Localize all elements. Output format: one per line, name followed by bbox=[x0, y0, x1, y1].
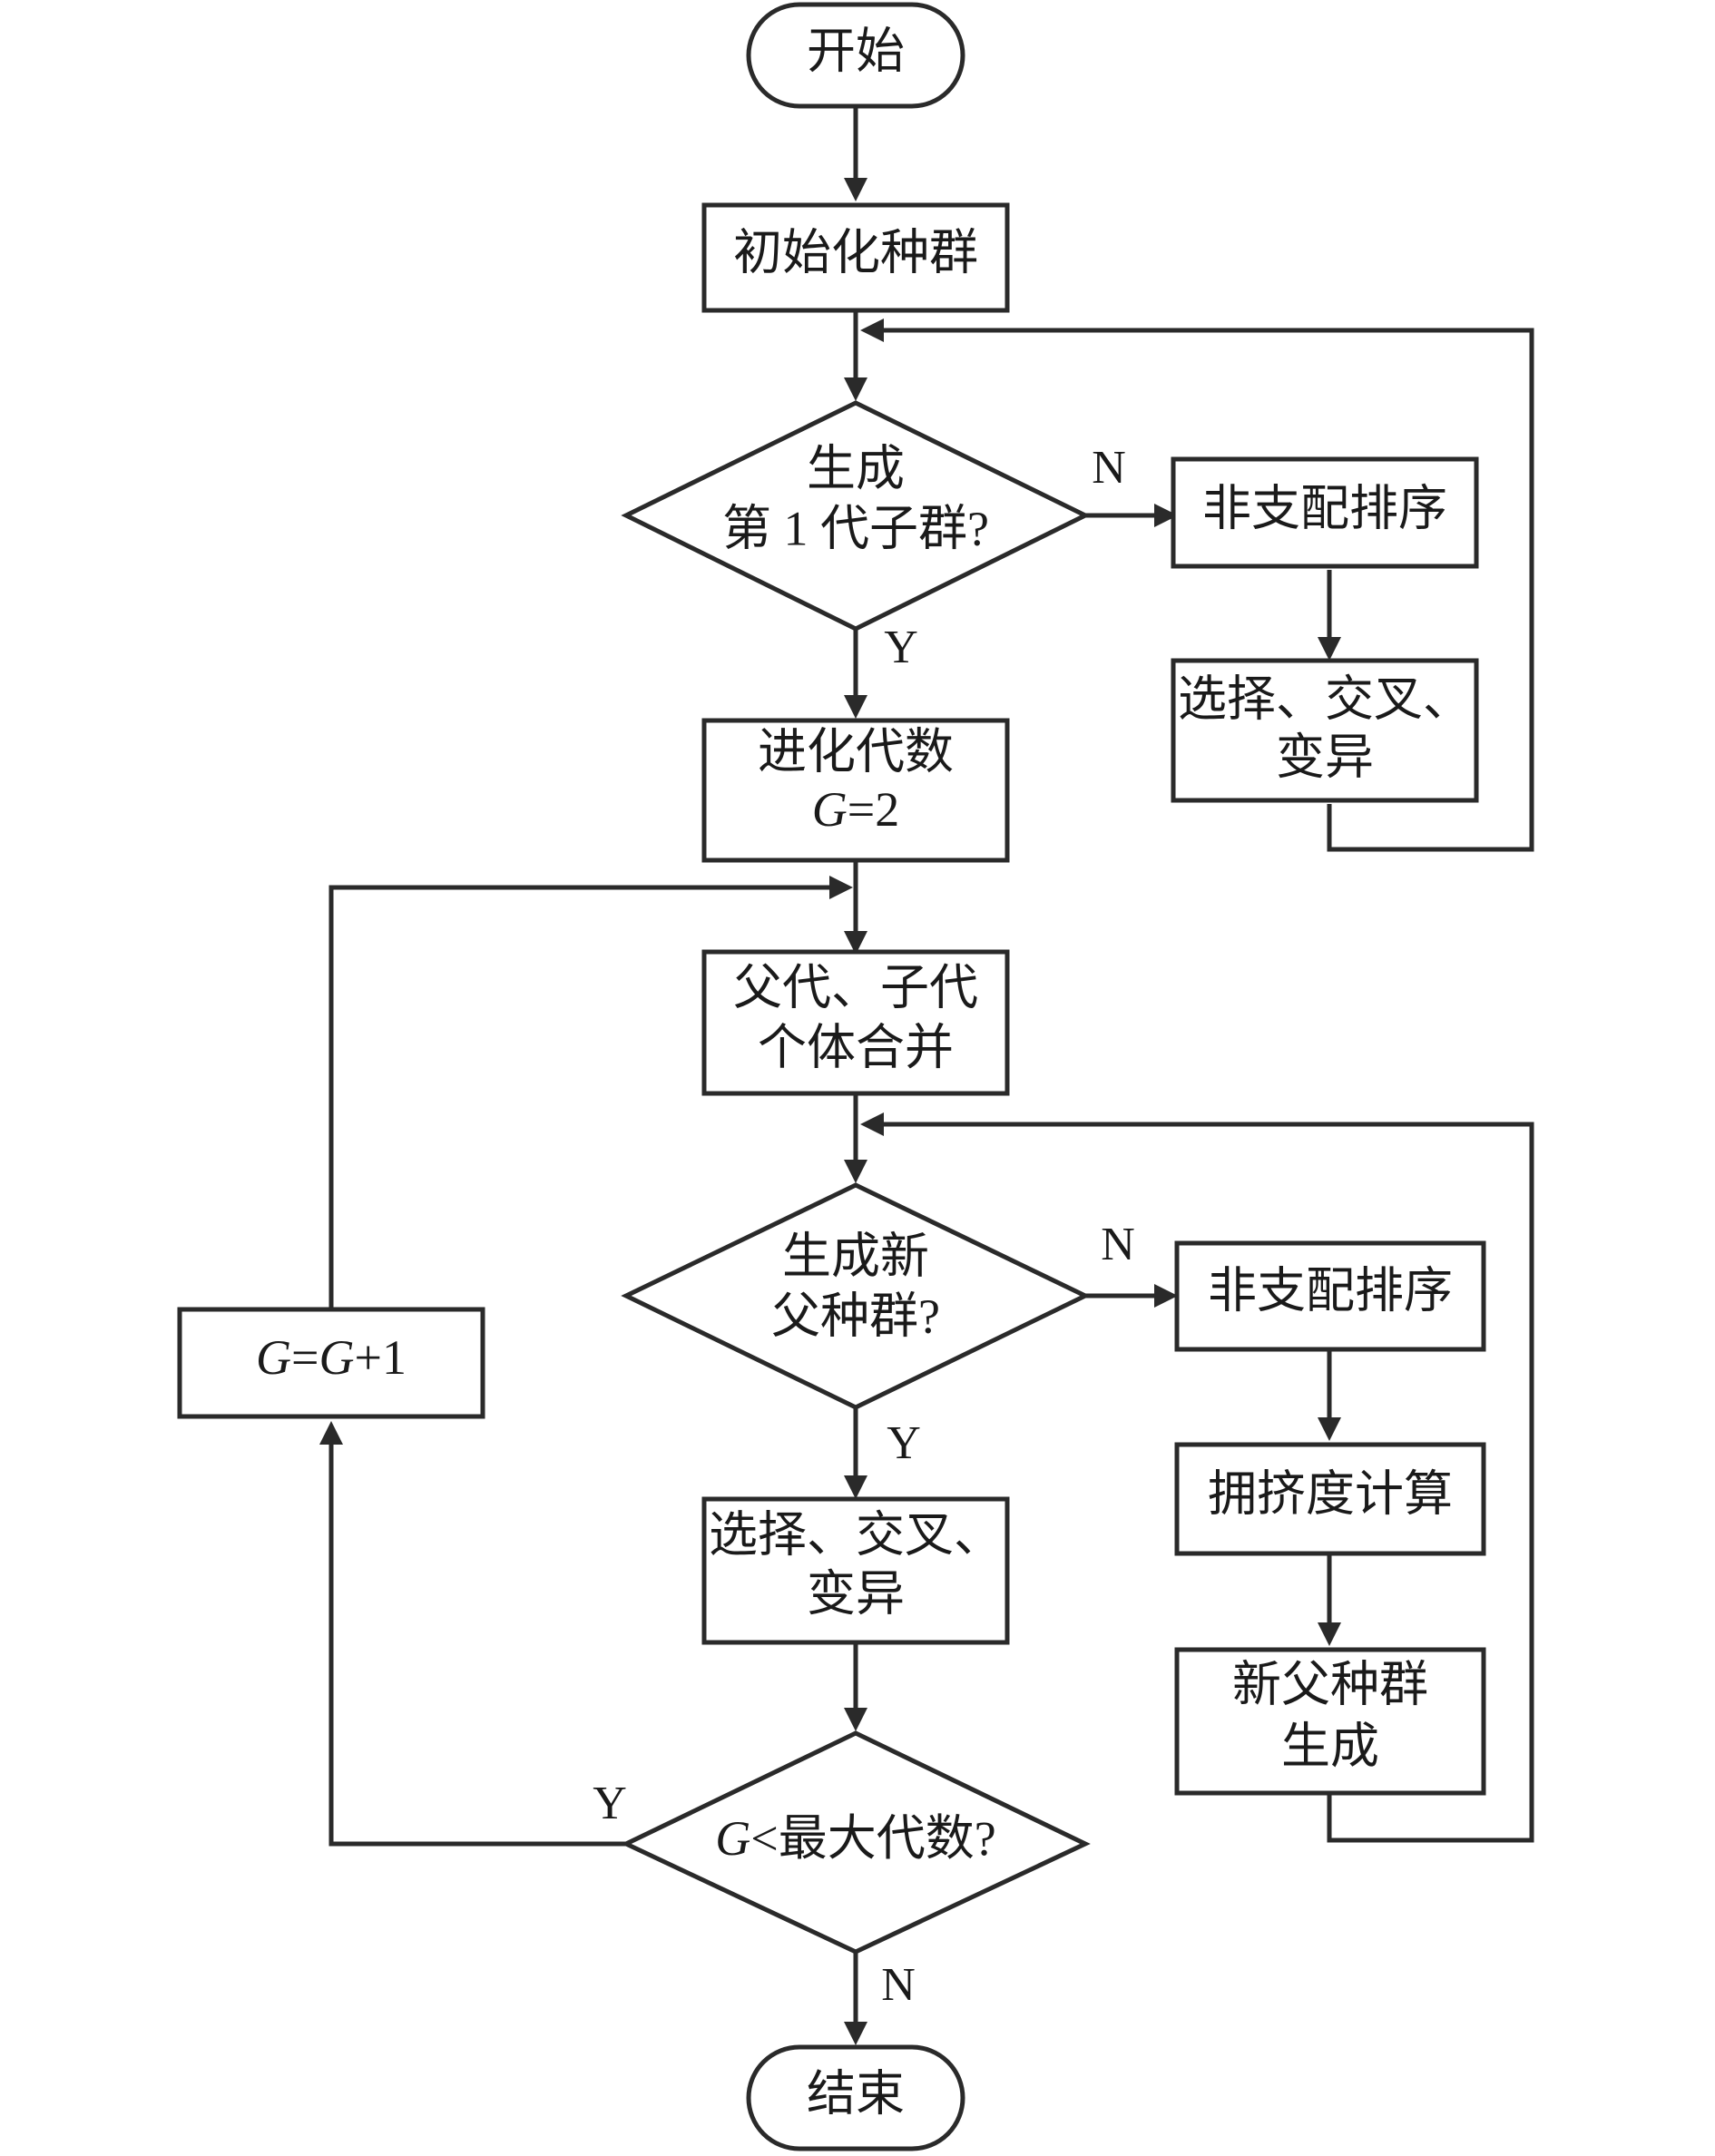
select-crossover-mutate-box-2: 选择、交叉、 变异 bbox=[701, 1496, 1010, 1645]
decision-new-parent-line1: 生成新 bbox=[782, 1229, 929, 1283]
generation-init-line1: 进化代数 bbox=[758, 724, 954, 779]
nondominated-sort-box-1: 非支配排序 bbox=[1171, 456, 1479, 569]
crowding-distance-box: 拥挤度计算 bbox=[1174, 1442, 1486, 1556]
init-population-box: 初始化种群 bbox=[701, 202, 1010, 313]
select-crossover-mutate-box-1: 选择、交叉、 变异 bbox=[1171, 658, 1479, 803]
new-parent-population-line2: 生成 bbox=[1281, 1719, 1379, 1773]
new-parent-population-line1: 新父种群 bbox=[1232, 1657, 1428, 1711]
decision2-yes-label: Y bbox=[887, 1417, 921, 1469]
nondominated-sort-label-1: 非支配排序 bbox=[1202, 481, 1447, 535]
start-node: 开始 bbox=[746, 2, 965, 109]
increment-generation-label: G=G+1 bbox=[256, 1330, 407, 1385]
generation-init-box: 进化代数 G=2 bbox=[701, 718, 1010, 863]
init-population-label: 初始化种群 bbox=[733, 225, 978, 279]
decision1-yes-label: Y bbox=[884, 622, 918, 673]
select-crossover-mutate-line2-1: 变异 bbox=[1276, 730, 1374, 784]
increment-generation-box: G=G+1 bbox=[177, 1307, 485, 1419]
generation-init-line2: G=2 bbox=[812, 782, 899, 837]
decision3-yes-label: Y bbox=[593, 1778, 627, 1829]
start-label: 开始 bbox=[807, 24, 905, 78]
merge-line1: 父代、子代 bbox=[733, 960, 978, 1014]
select-crossover-mutate-line1-1: 选择、交叉、 bbox=[1178, 671, 1472, 726]
nondominated-sort-label-2: 非支配排序 bbox=[1208, 1263, 1453, 1318]
end-label: 结束 bbox=[807, 2066, 905, 2121]
decision-max-generation-label: G<最大代数? bbox=[715, 1811, 995, 1866]
decision2-no-label: N bbox=[1101, 1219, 1135, 1270]
nondominated-sort-box-2: 非支配排序 bbox=[1174, 1240, 1486, 1352]
new-parent-population-box: 新父种群 生成 bbox=[1174, 1647, 1486, 1796]
decision-max-generation: G<最大代数? bbox=[621, 1730, 1091, 1955]
decision-first-generation-line2: 第 1 代子群? bbox=[722, 501, 989, 555]
merge-line2: 个体合并 bbox=[758, 1020, 954, 1074]
decision3-no-label: N bbox=[881, 1959, 916, 2011]
crowding-distance-label: 拥挤度计算 bbox=[1208, 1466, 1453, 1521]
decision-new-parent: 生成新 父种群? bbox=[621, 1182, 1091, 1410]
select-crossover-mutate-line1-2: 选择、交叉、 bbox=[709, 1507, 1003, 1562]
end-node: 结束 bbox=[746, 2044, 965, 2151]
select-crossover-mutate-line2-2: 变异 bbox=[807, 1566, 905, 1621]
decision-first-generation-line1: 生成 bbox=[807, 441, 905, 495]
decision-first-generation: 生成 第 1 代子群? bbox=[621, 400, 1091, 632]
merge-box: 父代、子代 个体合并 bbox=[701, 949, 1010, 1096]
decision1-no-label: N bbox=[1092, 442, 1126, 494]
decision-new-parent-line2: 父种群? bbox=[771, 1289, 940, 1343]
connectors bbox=[319, 106, 1534, 2045]
